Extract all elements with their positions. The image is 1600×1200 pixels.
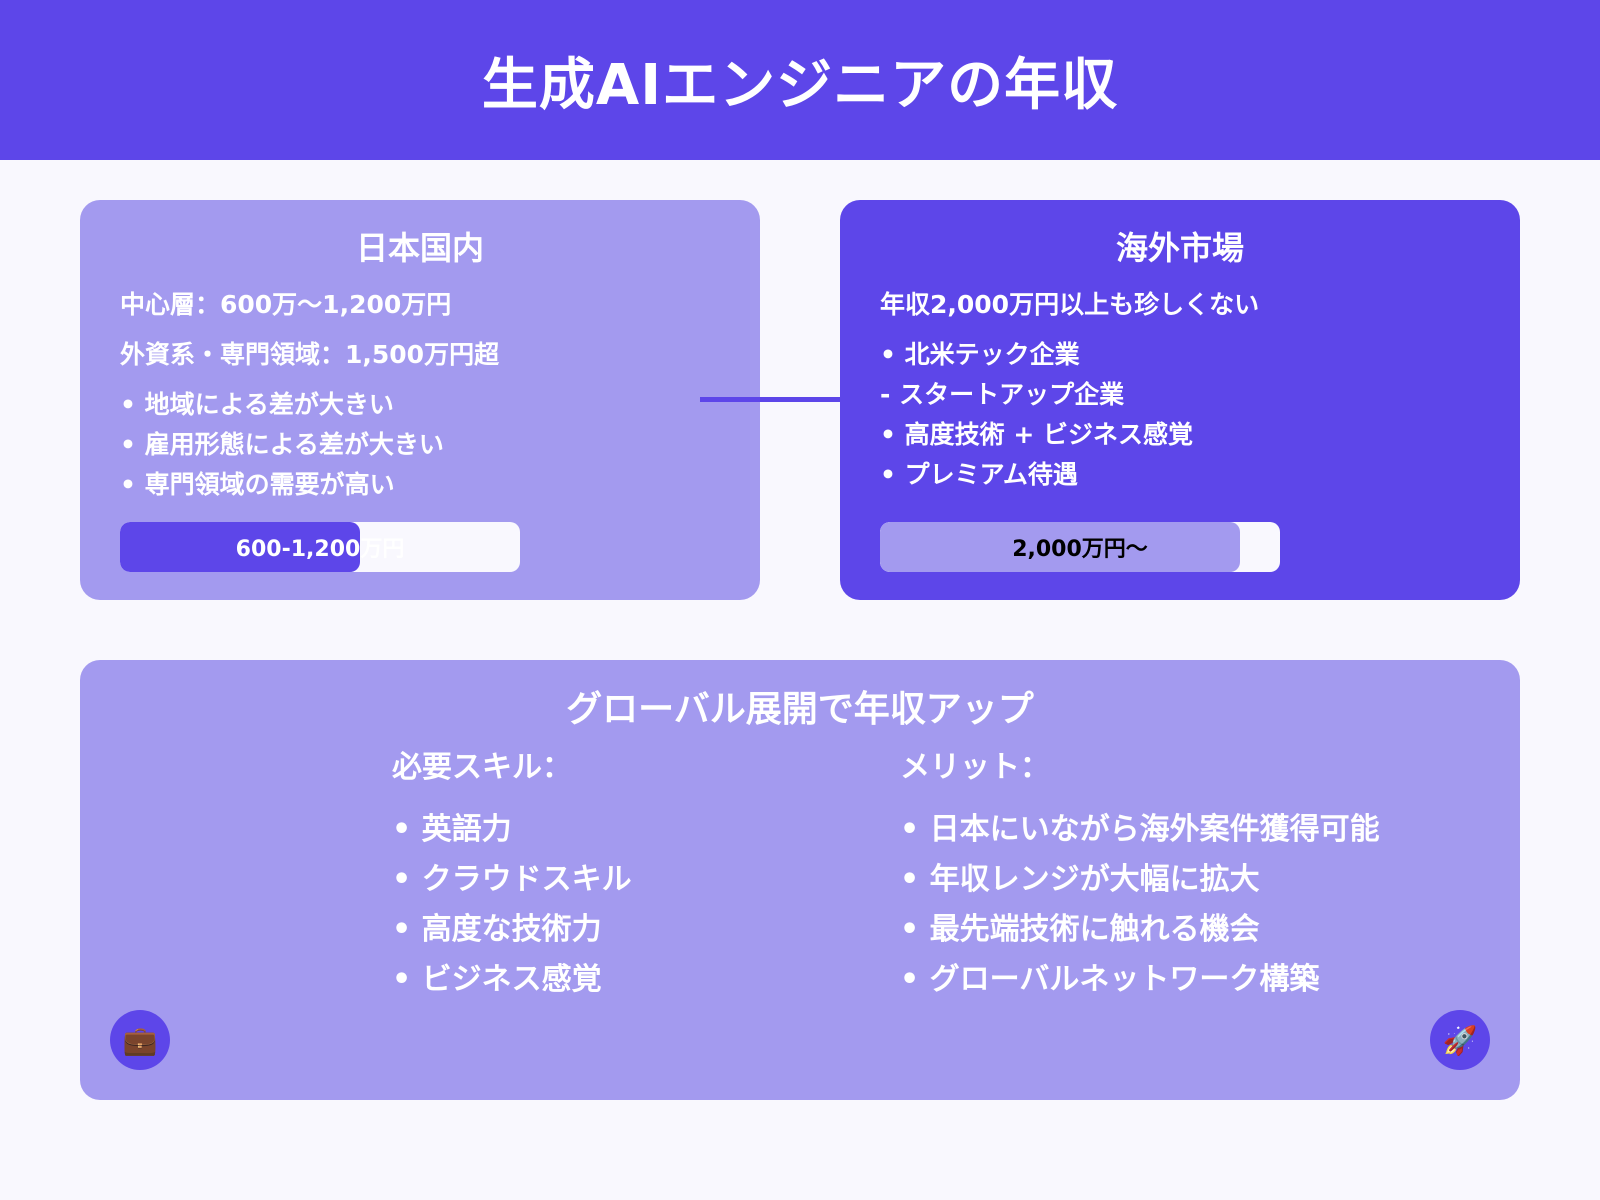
domestic-card: 日本国内 中心層：600万〜1,200万円 外資系・専門領域：1,500万円超 … — [80, 200, 760, 600]
global-card: グローバル展開で年収アップ 必要スキル： • 英語力 • クラウドスキル • 高… — [80, 660, 1520, 1100]
overseas-heading: 海外市場 — [1115, 229, 1244, 267]
domestic-salary-bar: 600-1,200万円 — [120, 522, 520, 572]
domestic-bullet: • 専門領域の需要が高い — [120, 470, 395, 499]
domestic-bullet: • 雇用形態による差が大きい — [120, 430, 444, 459]
skill-item: • ビジネス感覚 — [392, 962, 602, 997]
merit-item: • 日本にいながら海外案件獲得可能 — [900, 812, 1380, 847]
skill-item: • 英語力 — [392, 812, 512, 847]
page-title: 生成AIエンジニアの年収 — [481, 52, 1119, 118]
merit-item: • 最先端技術に触れる機会 — [900, 912, 1260, 947]
overseas-line: 年収2,000万円以上も珍しくない — [880, 290, 1260, 319]
merit-item: • グローバルネットワーク構築 — [900, 962, 1320, 997]
overseas-salary-bar-fill — [880, 522, 1240, 572]
domestic-line: 中心層：600万〜1,200万円 — [120, 290, 452, 319]
briefcase-icon: 💼 — [110, 1010, 170, 1070]
overseas-salary-bar-label: 2,000万円〜 — [1012, 537, 1148, 562]
merits-column: メリット： • 日本にいながら海外案件獲得可能 • 年収レンジが大幅に拡大 • … — [900, 748, 1380, 1012]
connector-line — [700, 397, 840, 402]
skills-column: 必要スキル： • 英語力 • クラウドスキル • 高度な技術力 • ビジネス感覚 — [392, 748, 632, 1012]
header: 生成AIエンジニアの年収 — [0, 0, 1600, 160]
global-heading: グローバル展開で年収アップ — [566, 689, 1034, 730]
rocket-icon: 🚀 — [1430, 1010, 1490, 1070]
overseas-bullet: • 北米テック企業 — [880, 340, 1080, 369]
domestic-heading: 日本国内 — [355, 229, 484, 267]
domestic-bullet: • 地域による差が大きい — [120, 390, 394, 419]
skill-item: • クラウドスキル — [392, 862, 632, 897]
merits-heading: メリット： — [900, 750, 1050, 785]
skills-heading: 必要スキル： — [392, 750, 572, 785]
merit-item: • 年収レンジが大幅に拡大 — [900, 862, 1260, 897]
skill-item: • 高度な技術力 — [392, 912, 602, 947]
overseas-bullet: • 高度技術 + ビジネス感覚 — [880, 420, 1194, 449]
domestic-salary-bar-label: 600-1,200万円 — [235, 537, 405, 562]
overseas-salary-bar: 2,000万円〜 — [880, 522, 1280, 572]
overseas-bullet: - スタートアップ企業 — [880, 380, 1125, 409]
domestic-salary-bar-fill — [120, 522, 360, 572]
overseas-bullet: • プレミアム待遇 — [880, 460, 1078, 489]
domestic-line: 外資系・専門領域：1,500万円超 — [120, 340, 500, 369]
overseas-card: 海外市場 年収2,000万円以上も珍しくない • 北米テック企業 - スタートア… — [840, 200, 1520, 600]
